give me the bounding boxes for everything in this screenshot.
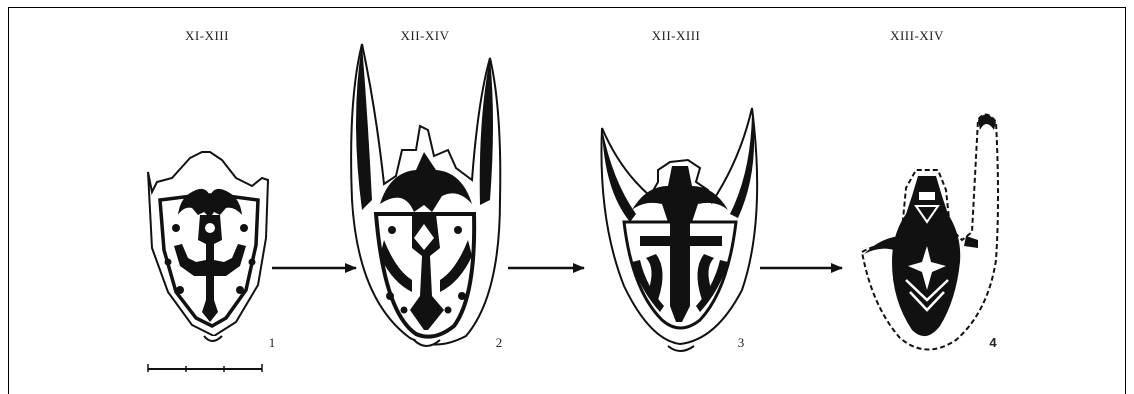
artifact-4 (862, 114, 998, 349)
artifact-3 (601, 108, 757, 351)
artifact-1 (148, 152, 268, 341)
artifact-2 (351, 44, 500, 346)
scale-bar (148, 364, 262, 372)
